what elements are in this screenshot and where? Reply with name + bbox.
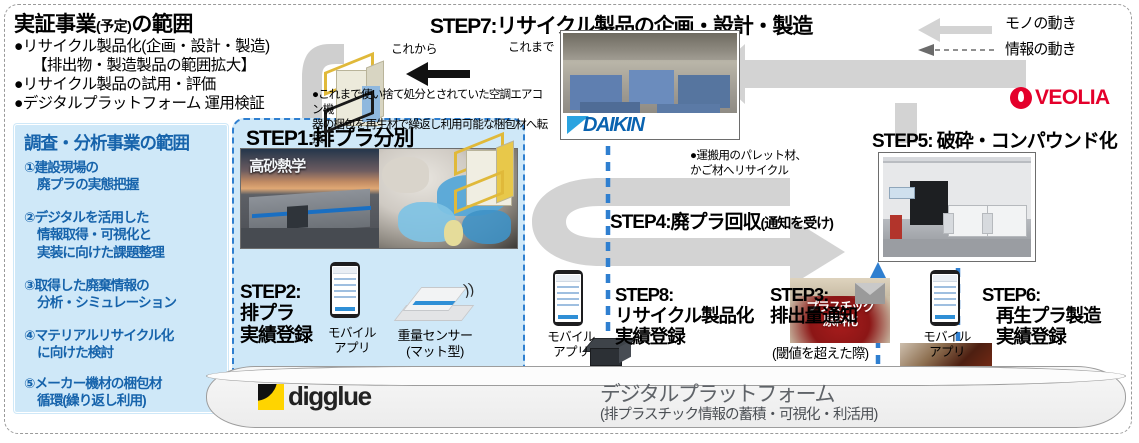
step3-title-line2: 排出量通知: [770, 304, 858, 326]
step5-photo-frame: [878, 152, 1036, 262]
pallet-note-line2: かご材へリサイクル: [690, 164, 789, 178]
mobile-phone-icon: [553, 270, 583, 326]
step6-title-line3: 実績登録: [996, 325, 1067, 347]
survey-item-3-line2: 分析・シミュレーション: [37, 295, 177, 311]
step8-phone-caption-line2: アプリ: [553, 345, 589, 359]
step6-title: STEP6: 再生プラ製造 実績登録: [982, 284, 1102, 348]
demo-title-main: 実証事業: [14, 13, 97, 36]
veolia-logo-text: VEOLIA: [1035, 86, 1110, 109]
step7-note-line2: 器の梱包を再生材で繰返し利用可能な梱包材へ転換: [312, 117, 548, 146]
survey-item-1-line2: 廃プラの実態把握: [37, 177, 139, 193]
survey-item-3: ③取得した廃棄情報の 分析・シミュレーション: [24, 277, 224, 312]
step1-title: STEP1:排プラ分別: [246, 127, 415, 150]
survey-item-2-line2: 情報取得・可視化と: [37, 227, 152, 243]
sensor-caption-line2: (マット型): [406, 343, 464, 359]
old-packaging-icon: [452, 131, 526, 215]
step4-title-main: STEP4:廃プラ回収: [610, 212, 762, 233]
step2-title: STEP2: 排プラ 実績登録: [240, 282, 313, 346]
step3-title-line1: STEP3:: [770, 284, 829, 305]
mail-icon: [855, 283, 885, 304]
mobile-phone-icon: [330, 262, 360, 318]
survey-item-5-line1: ⑤メーカー機材の梱包材: [24, 376, 162, 391]
step8-title-line3: 実績登録: [615, 325, 686, 347]
step6-phone-caption: モバイル アプリ: [918, 330, 976, 360]
pallet-note-line1: ●運搬用のパレット材、: [690, 149, 807, 162]
step7-note: ●これまで使い捨て処分とされていた空調エアコン機 器の梱包を再生材で繰返し利用可…: [312, 88, 552, 147]
outer-dashed-frame: [4, 4, 1132, 434]
survey-item-2-line3: 実装に向けた課題整理: [37, 244, 165, 260]
survey-analysis-scope-box: 調査・分析事業の範囲 ①建設現場の 廃プラの実態把握 ②デジタルを活用した 情報…: [14, 124, 228, 413]
pallet-recycle-note: ●運搬用のパレット材、 かご材へリサイクル: [690, 148, 807, 178]
step5-title: STEP5: 破砕・コンパウンド化: [872, 131, 1118, 152]
step6-phone-caption-line1: モバイル: [923, 330, 971, 344]
daikin-factory-photo: DAIKIN: [563, 33, 737, 137]
label-koremade: これまで: [508, 40, 555, 54]
step2-phone-caption-line1: モバイル: [327, 326, 377, 340]
takasago-logo-text: 高砂熱学: [249, 157, 306, 175]
survey-item-5: ⑤メーカー機材の梱包材 循環(繰り返し利用): [24, 375, 224, 410]
survey-item-2-line1: ②デジタルを活用した: [24, 210, 149, 225]
veolia-mark-icon: [1010, 87, 1032, 109]
survey-item-4-line2: に向けた検討: [37, 345, 114, 361]
step4-title: STEP4:廃プラ回収(通知を受け): [610, 207, 834, 234]
survey-scope-title: 調査・分析事業の範囲: [24, 133, 190, 153]
sensor-caption-line1: 重量センサー: [397, 328, 473, 343]
survey-item-2: ②デジタルを活用した 情報取得・可視化と 実装に向けた課題整理: [24, 209, 224, 261]
weight-sensor-icon: )): [393, 280, 476, 325]
step6-title-line1: STEP6:: [982, 284, 1041, 305]
legend-material-flow-label: モノの動き: [1005, 15, 1077, 32]
survey-item-1: ①建設現場の 廃プラの実態把握: [24, 159, 224, 194]
label-korekara: これから: [391, 42, 438, 56]
recycling-plant-photo: [883, 157, 1031, 257]
digglue-logo: digglue: [258, 381, 372, 412]
step6-phone-caption-line2: アプリ: [929, 345, 965, 359]
demo-scope-line: ●リサイクル製品の試用・評価: [14, 75, 216, 93]
pellet-label-line2: 原料化: [823, 314, 858, 329]
step8-title-line1: STEP8:: [615, 284, 674, 305]
demo-scope-line: ●リサイクル製品化(企画・設計・製造): [14, 38, 270, 55]
step2-phone-caption: モバイル アプリ: [322, 326, 382, 356]
platform-title: デジタルプラットフォーム: [600, 383, 836, 406]
takasago-factory-photo: 高砂熱学: [241, 149, 379, 248]
mobile-phone-icon: [930, 270, 960, 326]
demonstration-scope-box: 実証事業(予定)の範囲 ●リサイクル製品化(企画・設計・製造) 【排出物・製造製…: [14, 8, 332, 114]
legend-info-flow-label: 情報の動き: [1005, 41, 1077, 58]
survey-item-4-line1: ④マテリアルリサイクル化: [24, 328, 174, 343]
step4-title-sub: (通知を受け): [760, 215, 834, 231]
step2-phone-caption-line2: アプリ: [333, 341, 371, 355]
step2-title-line2: 排プラ: [240, 303, 295, 325]
demo-title-tail: の範囲: [131, 13, 193, 36]
daikin-logo-text: DAIKIN: [583, 113, 645, 136]
weight-sensor-caption: 重量センサー (マット型): [383, 328, 487, 360]
step7-note-line1: ●これまで使い捨て処分とされていた空調エアコン機: [312, 88, 543, 116]
digital-platform-cylinder-top: [206, 366, 1126, 386]
digglue-logo-text: digglue: [288, 381, 372, 411]
survey-item-3-line1: ③取得した廃棄情報の: [24, 278, 150, 293]
step8-phone-caption: モバイル アプリ: [542, 330, 600, 360]
step3-subtitle: (閾値を超えた際): [772, 346, 869, 361]
survey-item-5-line2: 循環(繰り返し利用): [37, 393, 147, 409]
veolia-logo: VEOLIA: [1010, 86, 1110, 110]
step3-title: STEP3: 排出量通知: [770, 284, 858, 327]
step8-title-line2: リサイクル製品化: [615, 304, 754, 326]
daikin-factory-photo-frame: DAIKIN: [560, 30, 740, 140]
demonstration-scope-title: 実証事業(予定)の範囲: [14, 8, 332, 38]
new-packaging-icon: [322, 51, 396, 135]
daikin-logo: DAIKIN: [563, 113, 737, 137]
digglue-mark-icon: [258, 383, 284, 410]
step6-title-line2: 再生プラ製造: [996, 304, 1102, 326]
step8-phone-caption-line1: モバイル: [547, 330, 595, 344]
daikin-triangle-icon: [567, 116, 589, 134]
survey-item-4: ④マテリアルリサイクル化 に向けた検討: [24, 327, 224, 362]
step2-title-line3: 実績登録: [240, 324, 313, 346]
step2-title-line1: STEP2:: [240, 282, 302, 303]
demo-scope-line: 【排出物・製造製品の範囲拡大】: [32, 56, 256, 74]
demo-title-paren: (予定): [96, 18, 132, 34]
survey-item-1-line1: ①建設現場の: [24, 160, 99, 175]
step8-title: STEP8: リサイクル製品化 実績登録: [615, 284, 754, 348]
demo-scope-line: ●デジタルプラットフォーム 運用検証: [14, 94, 265, 112]
platform-subtitle: (排プラスチック情報の蓄積・可視化・利活用): [600, 407, 878, 423]
